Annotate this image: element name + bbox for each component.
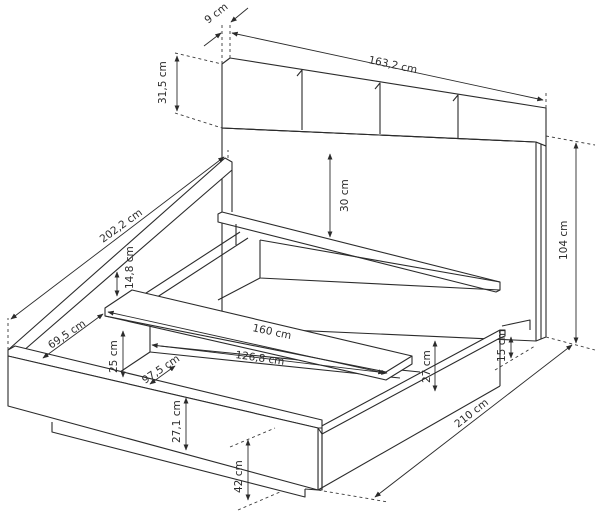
label-total-height: 104 cm: [558, 221, 570, 260]
headboard: [217, 57, 547, 342]
label-headboard-depth: 9 cm: [202, 1, 230, 26]
label-storage-height: 25 cm: [108, 340, 120, 373]
label-leg-height: 15 cm: [496, 329, 508, 362]
label-headboard-panel-height: 31,5 cm: [157, 61, 169, 104]
footboard: [7, 345, 323, 498]
label-side-height: 27 cm: [421, 350, 433, 383]
label-headboard-width: 163,2 cm: [367, 54, 418, 76]
dimension-lines: [7, 7, 596, 511]
label-front-height: 27,1 cm: [171, 400, 183, 443]
label-rail-offset: 14,8 cm: [124, 246, 136, 289]
label-headboard-to-rail: 30 cm: [339, 179, 351, 212]
label-bed-height: 42 cm: [233, 460, 245, 493]
